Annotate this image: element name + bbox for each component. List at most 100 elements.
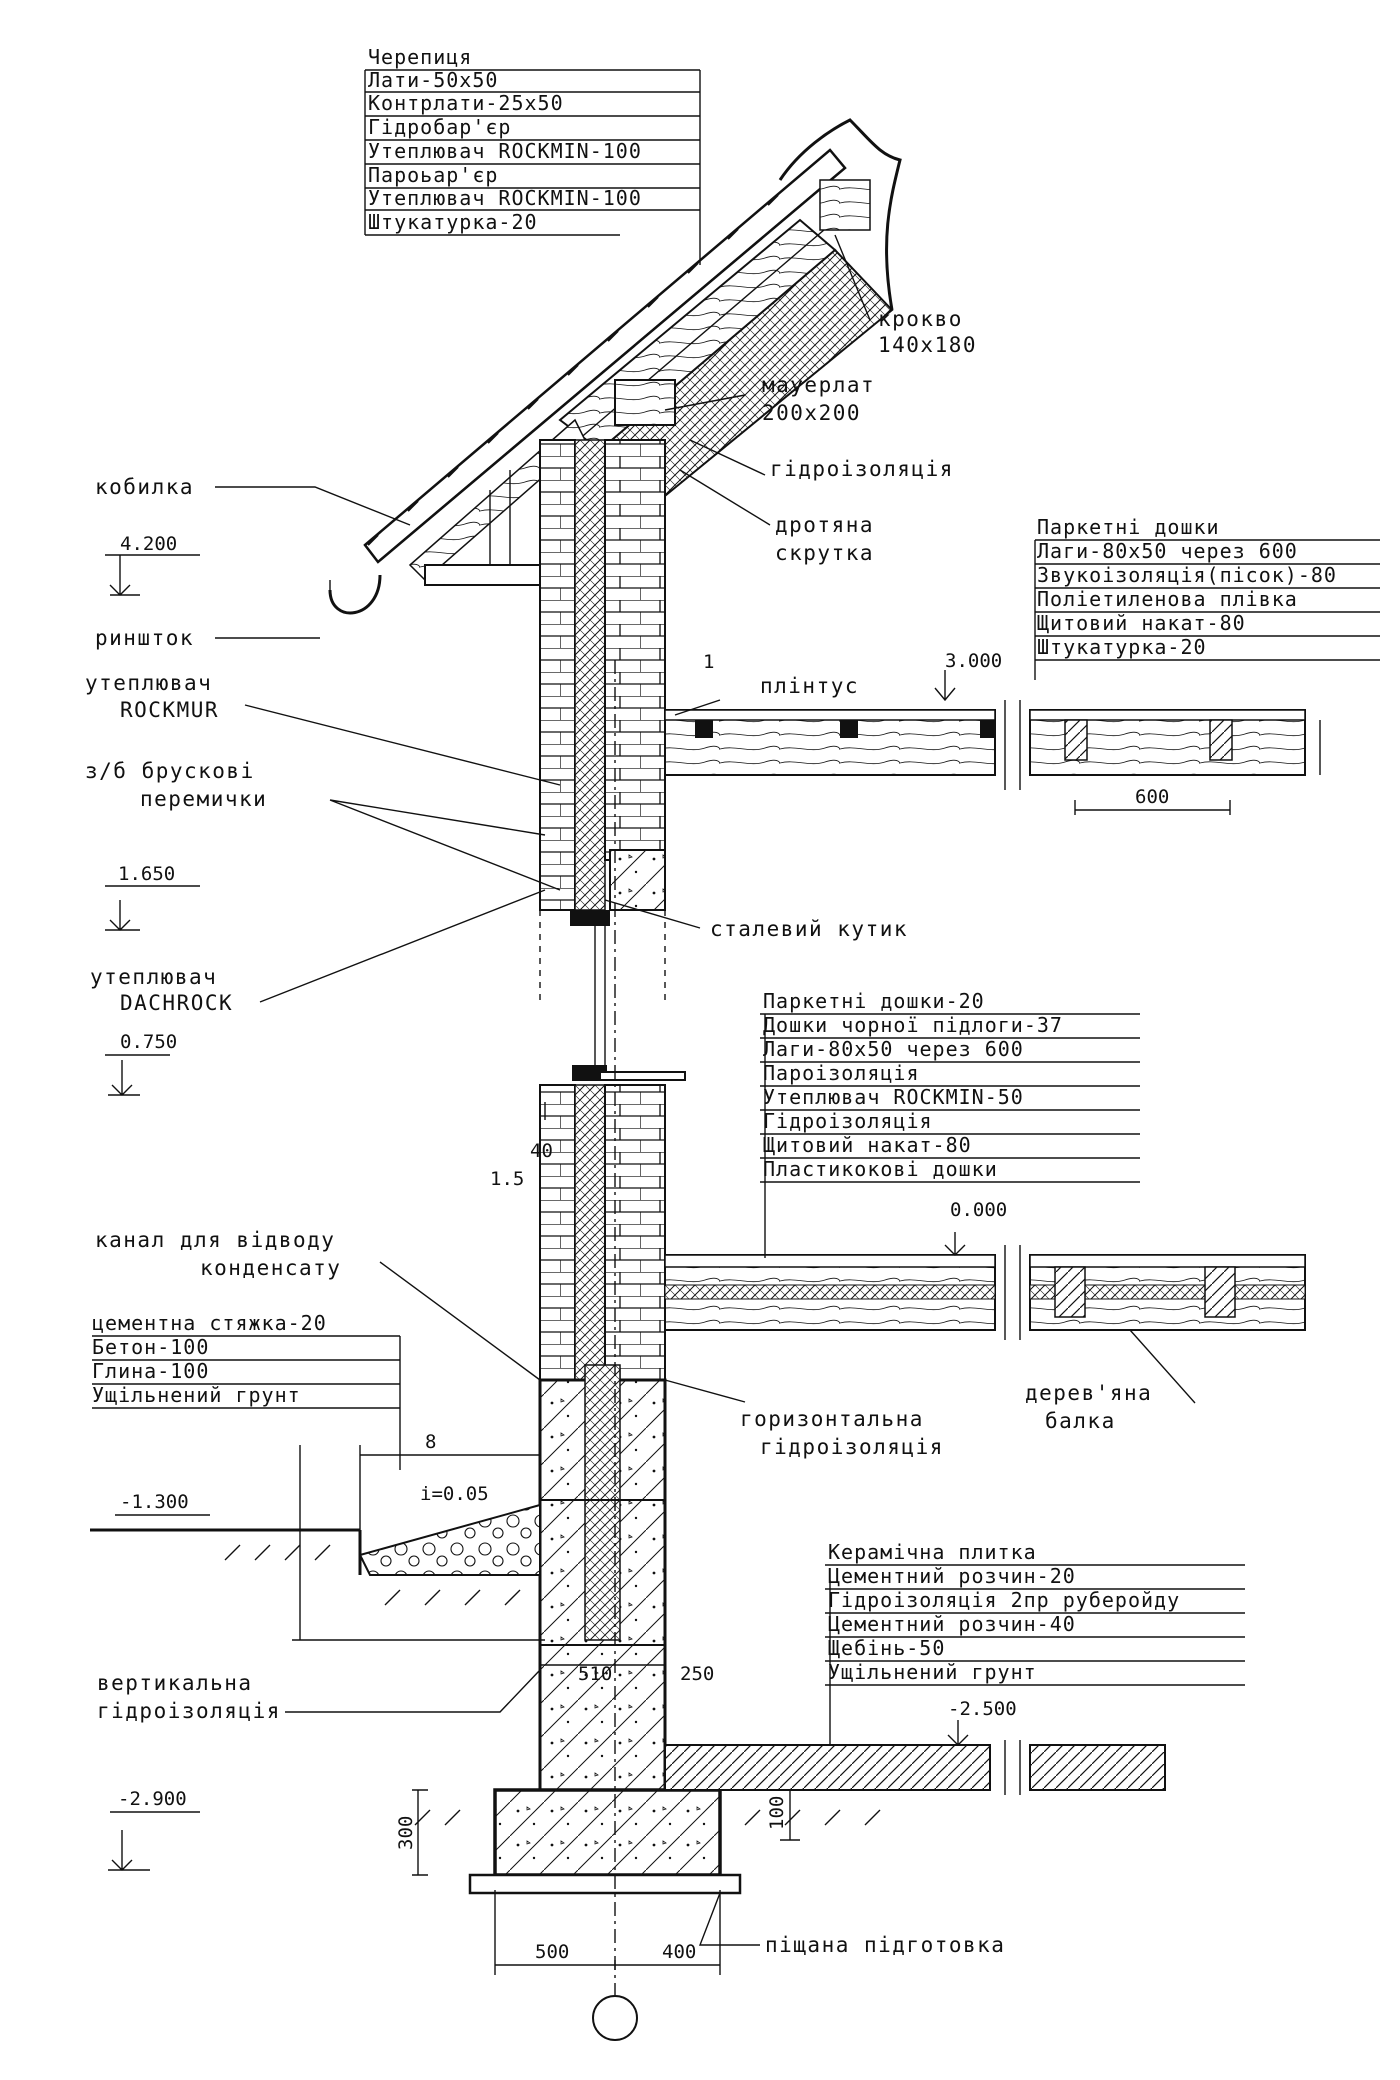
- ground-layer-4: Ущільнений грунт: [92, 1383, 301, 1407]
- roof-tile-steps: [367, 194, 779, 546]
- label-balka-2: балка: [1045, 1409, 1116, 1433]
- floor1-layer-2: Лаги-80x50 через 600: [1037, 539, 1298, 563]
- wall-inner-brick-upper: [604, 439, 666, 861]
- elevation-1650: 1.650: [118, 863, 175, 885]
- dim-1: 1: [703, 651, 714, 673]
- label-peremychky-2: перемички: [140, 787, 267, 811]
- roof-tiles: [363, 148, 847, 564]
- blind-area: [358, 1503, 541, 1576]
- label-kanal-2: конденсату: [200, 1256, 341, 1280]
- wall-outer-brick-upper: [539, 439, 576, 911]
- elevation-0750: 0.750: [120, 1031, 177, 1053]
- wall-insulation-lower: [574, 1084, 606, 1381]
- dim-400: 400: [662, 1941, 696, 1963]
- wall: [468, 439, 742, 2041]
- floor-0000: [664, 1245, 1306, 1340]
- axis-marker: [592, 1995, 638, 2041]
- basement-layer-6: Ущільнений грунт: [828, 1660, 1037, 1684]
- dim-15: 1.5: [490, 1168, 524, 1190]
- elevation-m2500: -2.500: [948, 1698, 1017, 1720]
- rafter-end-break: [778, 118, 902, 311]
- floor1-layer-5: Щитовий накат-80: [1037, 611, 1246, 635]
- dim-600: 600: [1135, 786, 1169, 808]
- label-drot-1: дротяна: [775, 513, 874, 537]
- window-opening: [539, 910, 686, 1081]
- roof-layer-8: Штукатурка-20: [368, 210, 538, 234]
- roof-layer-5: Утеплювач ROCKMIN-100: [368, 139, 642, 163]
- label-vert-gidro-1: вертикальна: [97, 1671, 253, 1695]
- dim-500: 500: [535, 1941, 569, 1963]
- roof-layer-6: Пароьар'єр: [368, 163, 498, 187]
- wall-inner-brick-lower: [604, 1084, 666, 1381]
- floor1-layer-4: Поліетиленова плівка: [1037, 587, 1298, 611]
- elevation-marks: [105, 554, 969, 1871]
- dim-40: 40: [530, 1140, 553, 1162]
- label-kobylka: кобилка: [95, 475, 194, 499]
- label-balka-1: дерев'яна: [1025, 1381, 1152, 1405]
- dim-300: 300: [395, 1816, 417, 1850]
- floor1-layer-3: Звукоізоляція(пісок)-80: [1037, 563, 1337, 587]
- label-gidro: гідроізоляція: [770, 457, 954, 481]
- basement-floor: [664, 1740, 1166, 1795]
- basement-layer-4: Цементний розчин-40: [828, 1612, 1076, 1636]
- mauerlat: [614, 379, 676, 426]
- dimension-lines: [292, 720, 1321, 1975]
- label-drot-2: скрутка: [775, 541, 874, 565]
- dim-100: 100: [766, 1796, 788, 1830]
- elevation-4200: 4.200: [120, 533, 177, 555]
- roof-layer-3: Контрлати-25x50: [368, 91, 564, 115]
- roof-assembly: [328, 118, 902, 615]
- dim-8: 8: [425, 1431, 436, 1453]
- lintel-upper: [609, 849, 666, 911]
- floor1-layer-6: Штукатурка-20: [1037, 635, 1207, 659]
- dim-510: 510: [578, 1663, 612, 1685]
- ground: [90, 1445, 881, 1826]
- steel-angle-bottom: [572, 1065, 607, 1081]
- basement-layer-1: Керамічна плитка: [828, 1540, 1037, 1564]
- ground-layer-2: Бетон-100: [92, 1335, 209, 1359]
- floor0-layer-8: Пластикокові дошки: [763, 1157, 998, 1181]
- label-hor-gidro-1: горизонтальна: [740, 1407, 924, 1431]
- gutter: [328, 574, 382, 615]
- rafter-section: [819, 179, 871, 231]
- label-ut-rockmur-1: утеплювач: [85, 671, 212, 695]
- floor1-layer-1: Паркетні дошки: [1037, 515, 1220, 539]
- label-krokva-2: 140x180: [878, 333, 977, 357]
- label-vert-gidro-2: гідроізоляція: [97, 1699, 281, 1723]
- basement-layer-2: Цементний розчин-20: [828, 1564, 1076, 1588]
- floor0-layer-6: Гідроізоляція: [763, 1109, 933, 1133]
- roof-layer-4: Гідробар'єр: [368, 115, 511, 139]
- floor0-layer-7: Щитовий накат-80: [763, 1133, 972, 1157]
- floor0-layer-3: Лаги-80x50 через 600: [763, 1037, 1024, 1061]
- label-hor-gidro-2: гідроізоляція: [760, 1435, 944, 1459]
- sand-bed: [468, 1873, 742, 1895]
- window-sill: [599, 1071, 686, 1081]
- label-krokva-1: крокво: [878, 307, 963, 331]
- eaves-soffit: [424, 564, 551, 586]
- label-pischana: піщана підготовка: [765, 1933, 1005, 1957]
- floor0-layer-4: Пароізоляція: [763, 1061, 920, 1085]
- basement-layer-3: Гідроізоляція 2пр руберойду: [828, 1588, 1180, 1612]
- ground-layer-3: Глина-100: [92, 1359, 209, 1383]
- label-mauerlat-1: мауерлат: [762, 373, 875, 397]
- floor0-layer-2: Дошки чорної підлоги-37: [763, 1013, 1063, 1037]
- basement-layer-5: Щебінь-50: [828, 1636, 945, 1660]
- elevation-0000: 0.000: [950, 1199, 1007, 1221]
- elevation-m2900: -2.900: [118, 1788, 187, 1810]
- footing: [493, 1788, 722, 1877]
- floor0-layer-1: Паркетні дошки-20: [763, 989, 985, 1013]
- steel-angle-top: [570, 910, 610, 926]
- foundation-insulation: [584, 1364, 621, 1641]
- elevation-3000: 3.000: [945, 650, 1002, 672]
- wall-insulation-upper: [574, 439, 606, 911]
- wall-outer-brick-lower: [539, 1084, 576, 1381]
- label-kutyk: сталевий кутик: [710, 917, 908, 941]
- elevation-m1300: -1.300: [120, 1491, 189, 1513]
- ground-layer-1: цементна стяжка-20: [92, 1311, 327, 1335]
- label-ut-rockmur-2: ROCKMUR: [120, 698, 219, 722]
- dim-slope: i=0.05: [420, 1483, 489, 1505]
- roof-layer-2: Лати-50x50: [368, 68, 498, 92]
- label-plintus: плінтус: [760, 674, 859, 698]
- label-rynshtok: риншток: [95, 626, 194, 650]
- leaders: [92, 69, 1380, 1946]
